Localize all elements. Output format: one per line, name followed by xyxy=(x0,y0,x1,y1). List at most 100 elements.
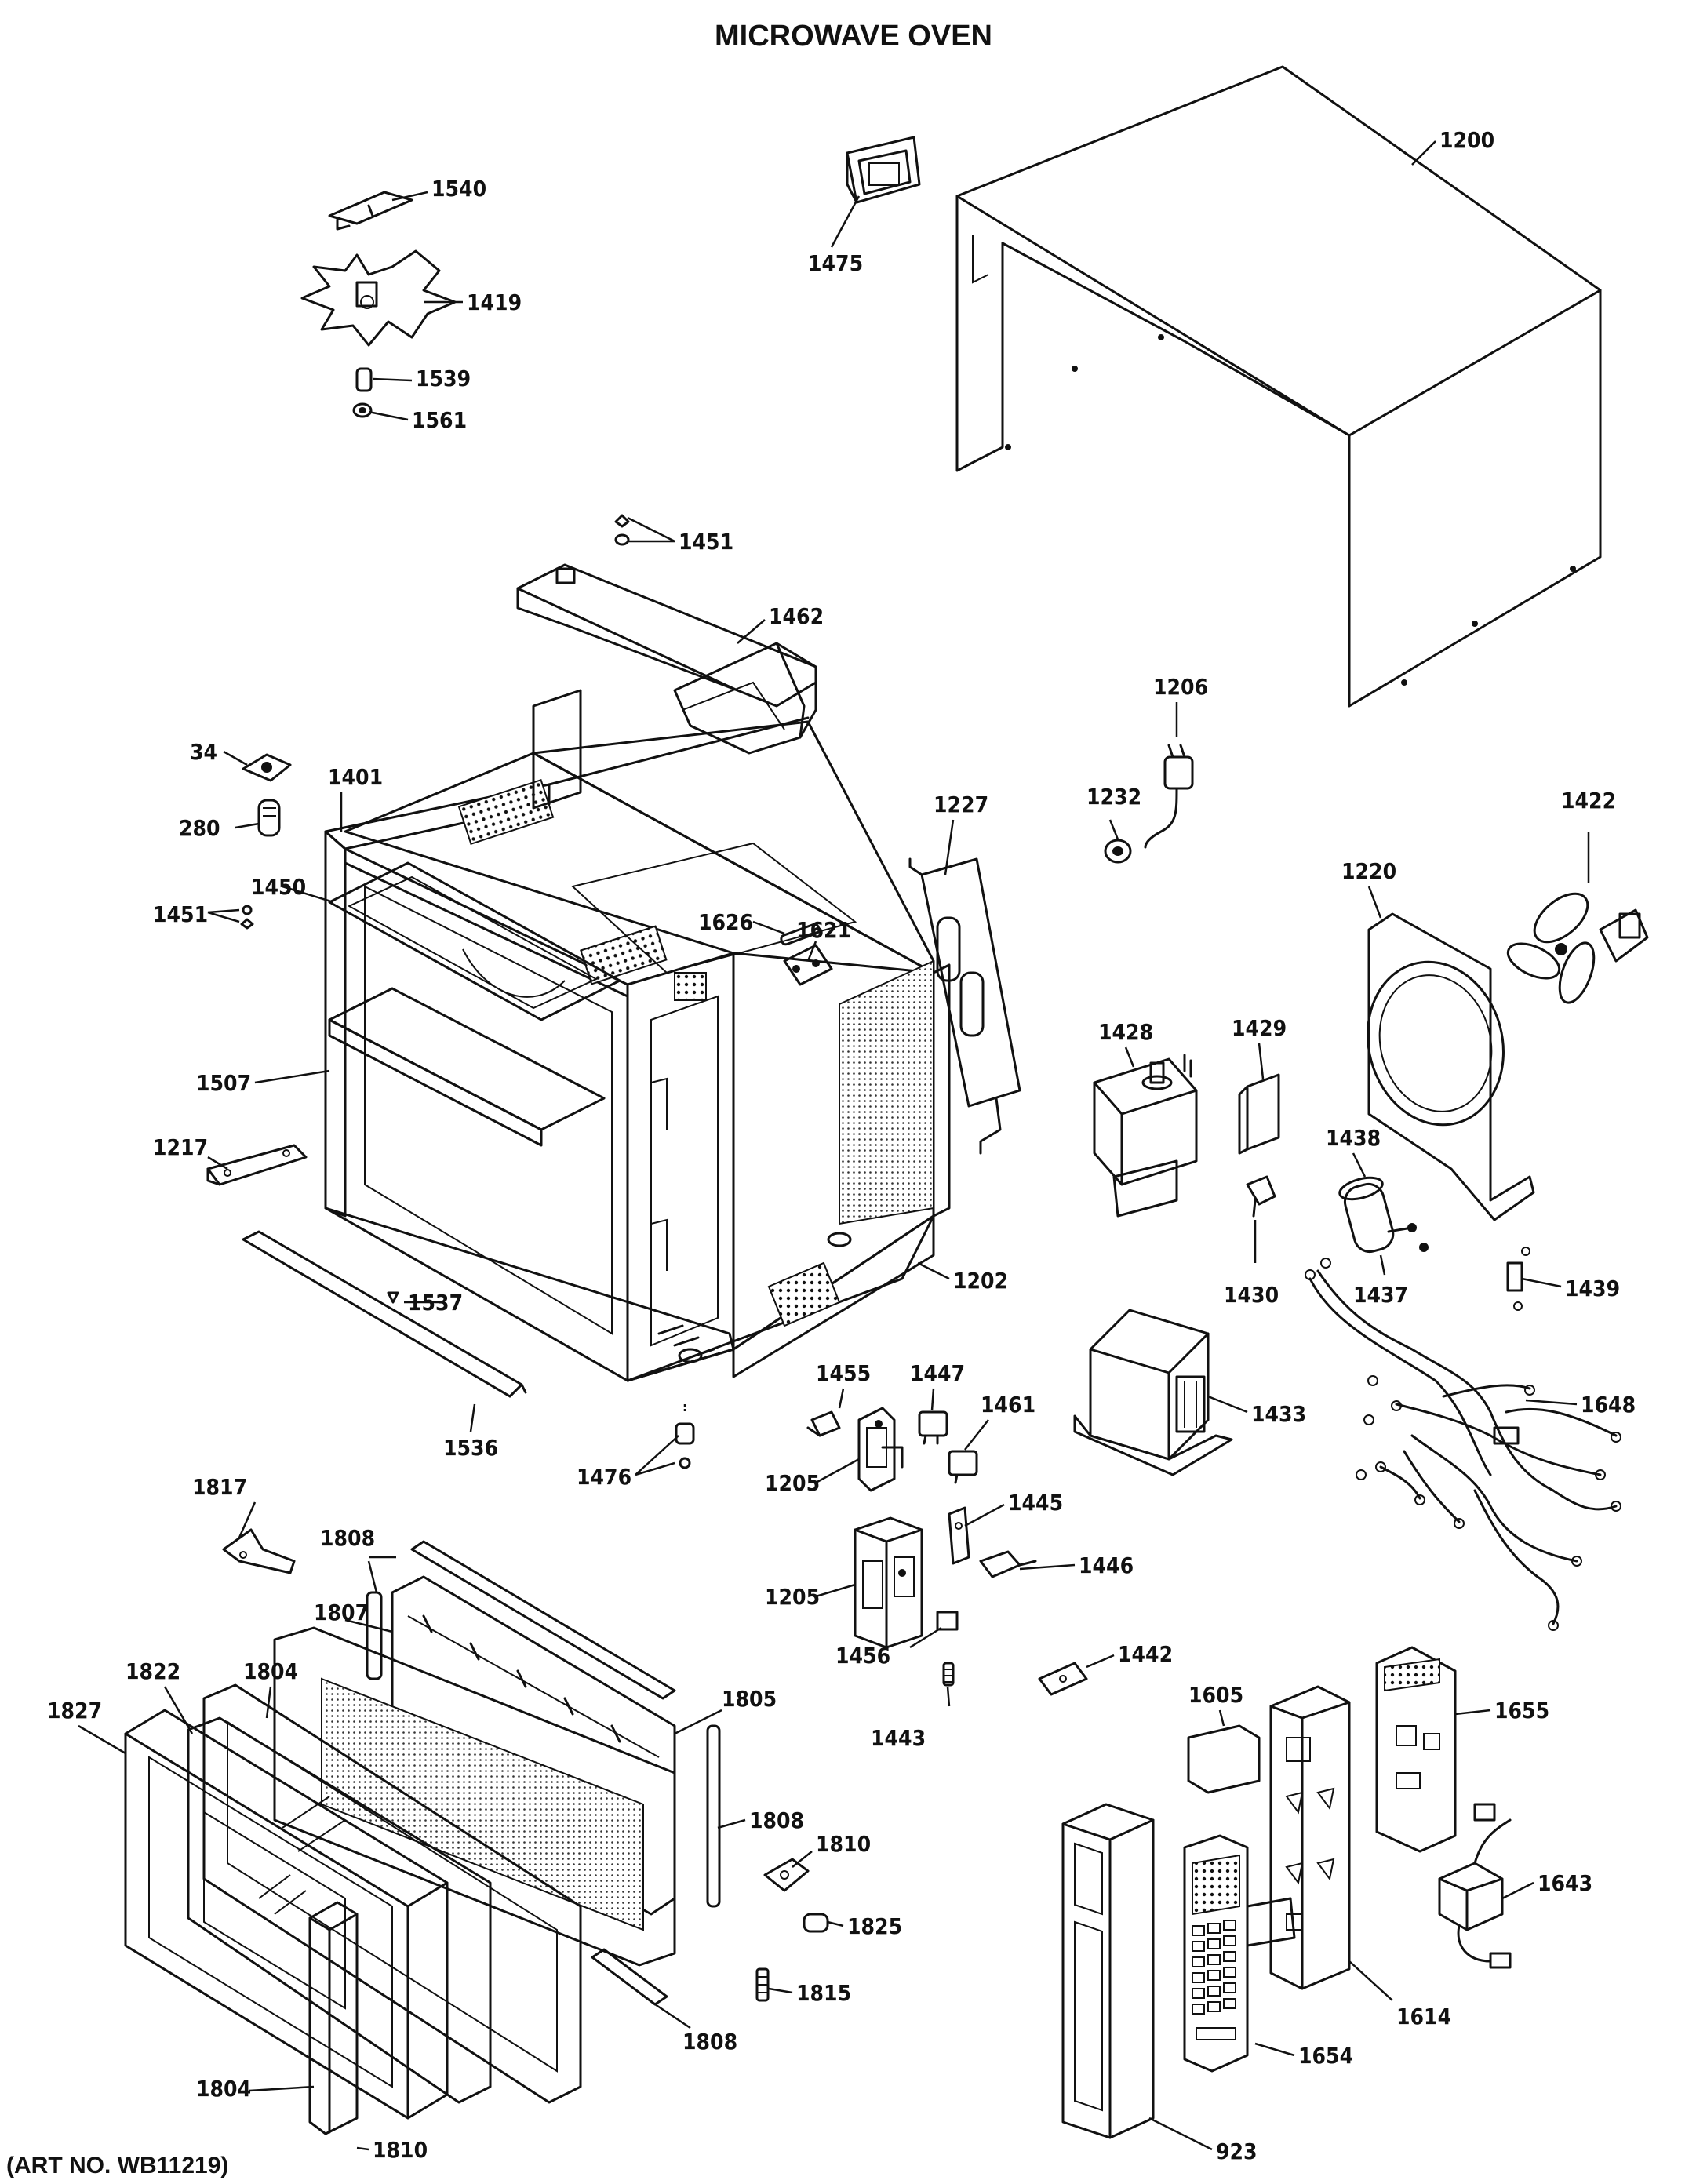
callout-1438: 1438 xyxy=(1326,1125,1381,1151)
keypad-1654 xyxy=(1183,1834,1296,2073)
oven-cavity-1401 xyxy=(324,689,951,1382)
transformer-1433 xyxy=(1073,1309,1233,1476)
door-glass-1822 xyxy=(187,1716,492,2104)
callout-1401: 1401 xyxy=(328,764,383,790)
callout-1810-handle: 1810 xyxy=(373,2137,428,2163)
choke-cover-1227 xyxy=(908,857,1021,1155)
spring-1443 xyxy=(942,1662,955,1687)
callout-1655: 1655 xyxy=(1494,1698,1549,1724)
callout-1227: 1227 xyxy=(934,792,988,817)
switch-1446 xyxy=(979,1550,1037,1578)
callout-280: 280 xyxy=(179,815,220,841)
latch-board-1205-lower xyxy=(854,1516,923,1649)
callout-1808-bottom: 1808 xyxy=(682,2029,737,2055)
callout-923: 923 xyxy=(1216,2138,1258,2164)
callout-1220: 1220 xyxy=(1341,858,1396,884)
callout-1443: 1443 xyxy=(871,1725,926,1751)
callout-1461: 1461 xyxy=(981,1392,1035,1418)
callout-1445: 1445 xyxy=(1008,1490,1063,1516)
diode-1439 xyxy=(1506,1247,1530,1311)
callout-1232: 1232 xyxy=(1086,784,1141,810)
door-seal-1808-left xyxy=(366,1591,383,1680)
power-transformer-1643 xyxy=(1438,1803,1512,1969)
callout-1475: 1475 xyxy=(808,250,863,276)
callout-1815: 1815 xyxy=(796,1980,851,2006)
callout-1540: 1540 xyxy=(431,176,486,202)
magnetron-1428 xyxy=(1093,1054,1198,1218)
door-frame-1805 xyxy=(273,1626,676,1967)
callout-1422: 1422 xyxy=(1561,788,1616,814)
waveguide-cover-1475 xyxy=(846,136,921,204)
callout-1446: 1446 xyxy=(1079,1552,1134,1578)
stirrer-fan-1419 xyxy=(300,249,457,347)
callout-1450: 1450 xyxy=(251,874,306,900)
control-escutcheon-923 xyxy=(1061,1803,1155,2139)
callout-1433: 1433 xyxy=(1251,1401,1306,1427)
fan-shroud-1220 xyxy=(1367,912,1535,1221)
door-latch-spring-1815 xyxy=(755,1967,770,2002)
callout-1643: 1643 xyxy=(1538,1870,1592,1896)
callout-1804-handle: 1804 xyxy=(196,2076,251,2102)
power-cord-1206 xyxy=(1144,744,1194,849)
screw-pair-1451-left xyxy=(240,905,254,930)
capacitor-1437 xyxy=(1338,1176,1429,1254)
front-trim-1536 xyxy=(242,1230,527,1398)
callout-1439: 1439 xyxy=(1565,1276,1620,1301)
callout-1614: 1614 xyxy=(1396,2004,1451,2029)
callout-1206: 1206 xyxy=(1153,674,1208,700)
callout-1825: 1825 xyxy=(847,1913,902,1939)
door-gasket-1808-top xyxy=(410,1540,676,1700)
cord-bushing-1232 xyxy=(1104,839,1132,864)
callout-1626: 1626 xyxy=(698,909,753,935)
diagram-title: MICROWAVE OVEN xyxy=(715,20,992,53)
callout-1429: 1429 xyxy=(1232,1015,1287,1041)
foot-1476 xyxy=(675,1404,695,1469)
latch-pin-1825 xyxy=(803,1913,829,1933)
lamp-280 xyxy=(257,799,281,837)
latch-board-1205-upper xyxy=(857,1407,904,1492)
callout-1539: 1539 xyxy=(416,366,471,391)
callout-1808-top: 1808 xyxy=(320,1525,375,1551)
callout-1455: 1455 xyxy=(816,1360,871,1386)
callout-1430: 1430 xyxy=(1224,1282,1279,1308)
door-front-1827 xyxy=(124,1709,449,2120)
leader-lines xyxy=(78,140,1590,2151)
callout-1205-lower: 1205 xyxy=(765,1584,820,1610)
switch-1447 xyxy=(918,1410,948,1445)
air-duct-1462 xyxy=(516,563,817,755)
door-seal-1808-bottom xyxy=(591,1948,668,2006)
door-handle-1804 xyxy=(308,1901,359,2135)
screw-1537 xyxy=(387,1291,399,1304)
callout-1428: 1428 xyxy=(1098,1019,1153,1045)
wire-harness-1648 xyxy=(1305,1258,1621,1631)
callout-34: 34 xyxy=(190,739,217,765)
callout-1810-latch: 1810 xyxy=(816,1831,871,1857)
callout-1200: 1200 xyxy=(1439,127,1494,153)
light-reflector-1507 xyxy=(328,987,606,1147)
callout-1822: 1822 xyxy=(126,1658,180,1684)
fuse-holder-1621 xyxy=(783,944,833,986)
bracket-1442 xyxy=(1038,1662,1088,1696)
callout-1437: 1437 xyxy=(1353,1282,1408,1308)
fuse-1626 xyxy=(780,923,821,946)
stirrer-bushing-1539 xyxy=(355,367,373,392)
callout-labels: 1540 1419 1539 1561 1475 1200 1451 1462 … xyxy=(47,127,1636,2164)
callout-1447: 1447 xyxy=(910,1360,965,1386)
hinge-1817 xyxy=(222,1528,296,1574)
callout-1621: 1621 xyxy=(796,917,851,943)
callout-1654: 1654 xyxy=(1298,2043,1353,2069)
callout-1648: 1648 xyxy=(1581,1392,1636,1418)
callout-1807: 1807 xyxy=(314,1600,369,1625)
art-number: (ART NO. WB11219) xyxy=(6,2153,228,2179)
lamp-cover-1450 xyxy=(328,861,621,1021)
display-board-1655 xyxy=(1375,1646,1457,1853)
callout-1537: 1537 xyxy=(408,1290,463,1316)
mounting-plate-1429 xyxy=(1238,1073,1280,1155)
outer-case-1200 xyxy=(955,65,1602,708)
callout-1507: 1507 xyxy=(196,1070,251,1096)
door-latch-1810 xyxy=(763,1858,810,1892)
callout-1817: 1817 xyxy=(192,1474,247,1500)
control-board-1614 xyxy=(1269,1685,1351,1990)
fan-motor-1422 xyxy=(1506,892,1649,1004)
